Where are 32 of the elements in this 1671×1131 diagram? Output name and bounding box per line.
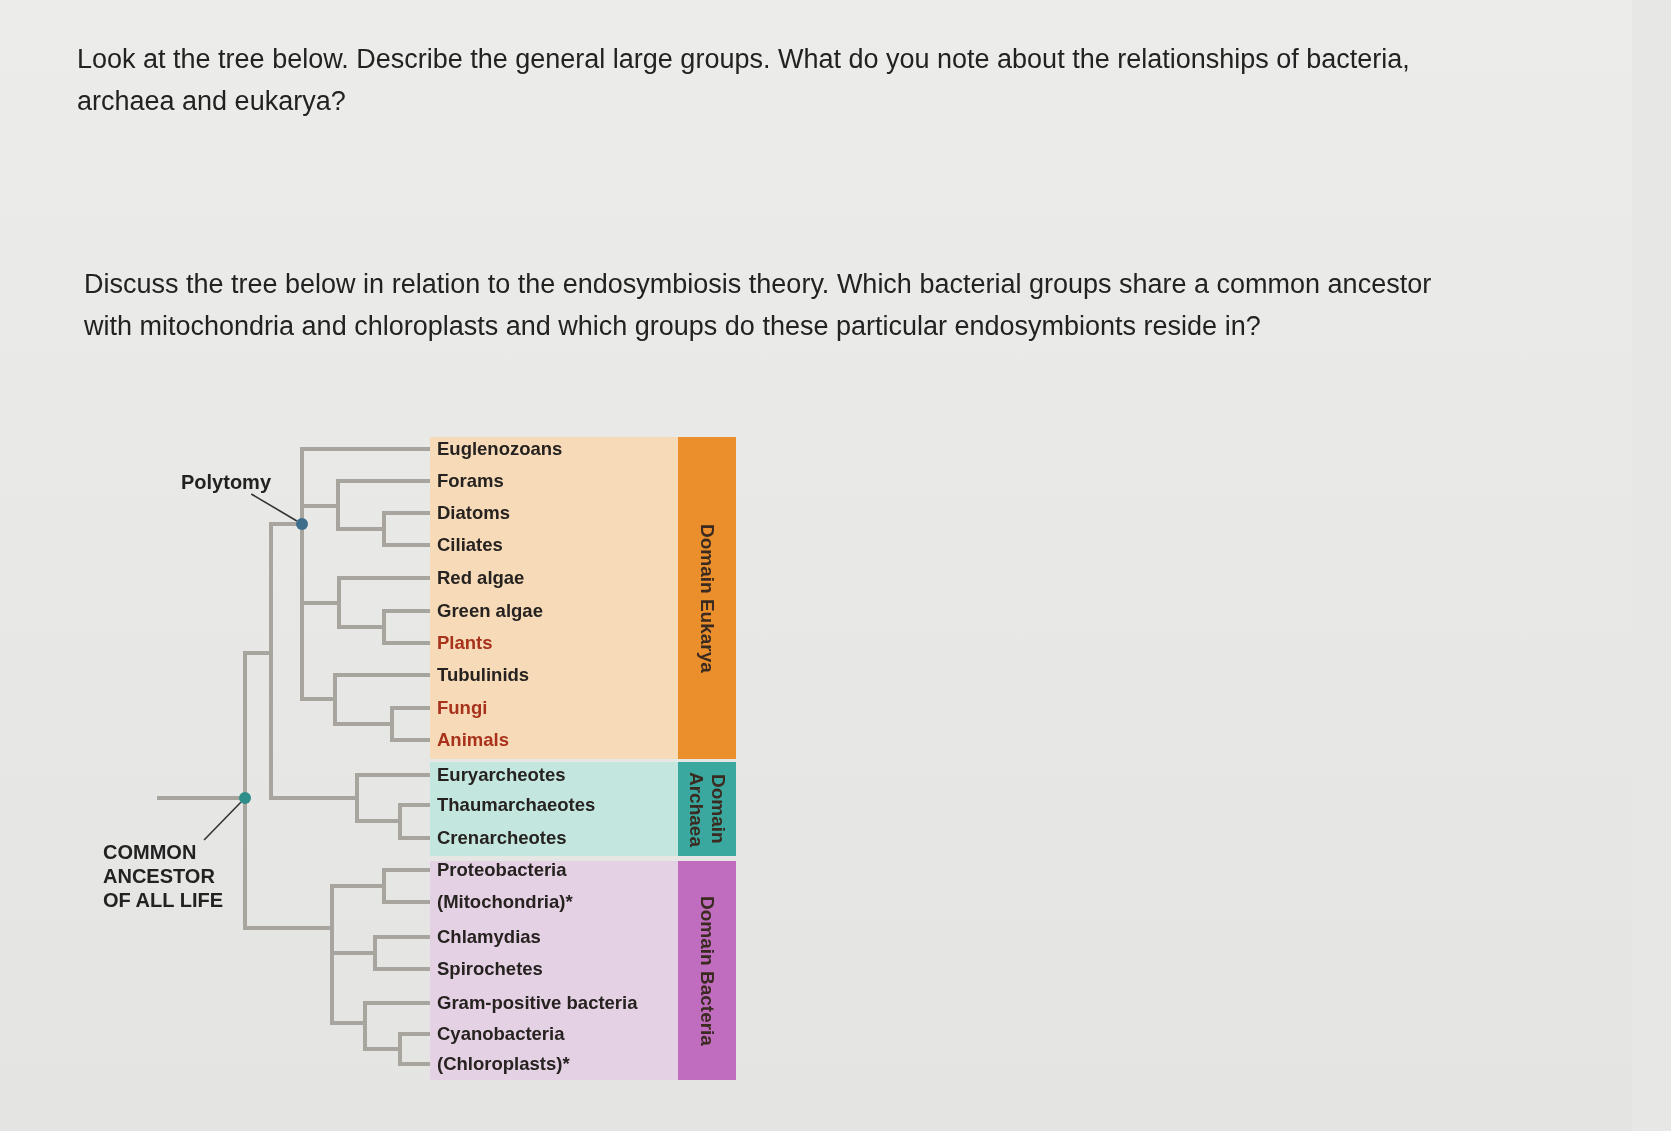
taxon-label: Green algae	[437, 599, 543, 623]
taxon-label: Gram-positive bacteria	[437, 991, 638, 1015]
domain-band	[430, 437, 736, 759]
taxon-label: Thaumarchaeotes	[437, 793, 596, 817]
taxon-label: Red algae	[437, 566, 525, 590]
taxon-label: Chlamydias	[437, 925, 541, 949]
taxon-label: Euglenozoans	[437, 437, 563, 461]
question-text: Look at the tree below. Describe the general large groups. What do you note about the relationships of bacteria, archaea and eukarya?	[77, 43, 1411, 118]
taxon-label: Crenarcheotes	[437, 826, 567, 850]
domain-label: Domain Eukarya	[696, 523, 718, 673]
taxon-label: Fungi	[437, 696, 488, 720]
taxon-label: Diatoms	[437, 501, 510, 525]
domain-label: Domain Archaea	[685, 770, 729, 849]
question-text: Discuss the tree below in relation to the endosymbiosis theory. Which bacterial groups share a common ancestor with mitochondria and chloroplasts and which groups do these particular endosymbionts reside in?	[84, 268, 1433, 343]
taxon-label: Euryarcheotes	[437, 763, 566, 787]
taxon-label: Forams	[437, 469, 504, 493]
annotation-label: Polytomy	[181, 470, 281, 494]
taxon-label: (Mitochondria)*	[437, 890, 573, 914]
taxon-label: Cyanobacteria	[437, 1022, 565, 1046]
taxon-label: Tubulinids	[437, 663, 530, 687]
taxon-label: Spirochetes	[437, 957, 543, 981]
annotation-label: COMMON ANCESTOR OF ALL LIFE	[103, 840, 235, 912]
leader-line	[203, 801, 242, 841]
taxon-label: Ciliates	[437, 533, 503, 557]
taxon-label: Proteobacteria	[437, 858, 567, 882]
domain-band	[430, 762, 736, 856]
domain-label: Domain Bacteria	[696, 895, 718, 1046]
domain-band	[430, 861, 736, 1080]
taxon-label: (Chloroplasts)*	[437, 1052, 570, 1076]
taxon-label: Plants	[437, 631, 493, 655]
taxon-label: Animals	[437, 728, 509, 752]
leader-line	[250, 493, 298, 522]
